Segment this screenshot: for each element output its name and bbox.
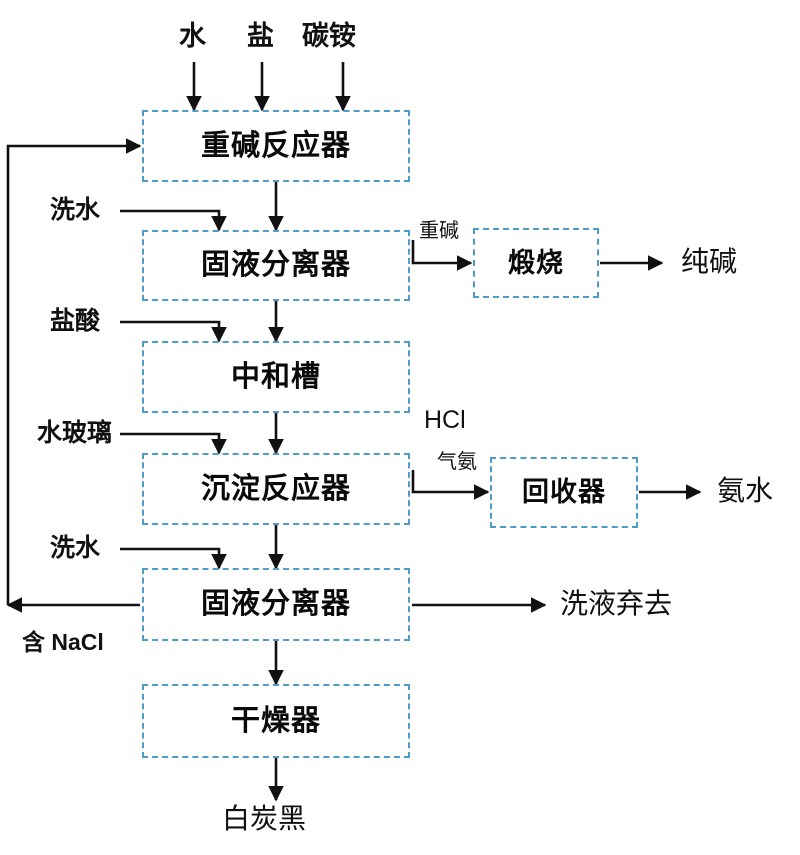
- feed-label-salt: 盐: [247, 21, 274, 51]
- side-input-label-hydrochloric-acid: 盐酸: [50, 307, 101, 335]
- unit-dryer[interactable]: 干燥器: [142, 684, 410, 758]
- unit-label: 沉淀反应器: [200, 472, 351, 505]
- unit-solid-liquid-separator-1[interactable]: 固液分离器: [142, 230, 410, 301]
- arrow-ammonia-gas-to-recovery: [411, 470, 490, 500]
- arrow-crude-soda-to-calciner: [411, 240, 473, 271]
- arrow-wash-water-1: [120, 209, 227, 232]
- unit-precipitation-reactor[interactable]: 沉淀反应器: [142, 453, 410, 525]
- unit-label: 重碱反应器: [200, 129, 351, 162]
- unit-label: 固液分离器: [200, 588, 351, 620]
- unit-calciner[interactable]: 煅烧: [473, 228, 599, 298]
- stream-label-ammonia-gas: 气氨: [437, 451, 477, 473]
- unit-neutralization-tank[interactable]: 中和槽: [142, 341, 410, 413]
- feed-label-ammonium-bicarbonate: 碳铵: [302, 21, 356, 51]
- product-label-waste-wash-liquid: 洗液弃去: [560, 588, 673, 619]
- product-label-ammonia-water: 氨水: [717, 475, 774, 506]
- side-input-label-wash-water-1: 洗水: [50, 196, 101, 224]
- unit-recovery-unit[interactable]: 回收器: [490, 457, 638, 528]
- unit-heavy-alkali-reactor[interactable]: 重碱反应器: [142, 110, 410, 182]
- unit-label: 回收器: [522, 477, 606, 507]
- product-label-white-carbon-black: 白炭黑: [222, 803, 307, 834]
- arrow-hydrochloric-acid: [120, 320, 227, 343]
- arrow-water-glass: [120, 432, 227, 455]
- side-input-label-water-glass: 水玻璃: [37, 419, 113, 447]
- unit-solid-liquid-separator-2[interactable]: 固液分离器: [142, 568, 410, 641]
- product-label-soda-ash: 纯碱: [681, 246, 738, 277]
- side-input-label-wash-water-2: 洗水: [50, 534, 101, 562]
- unit-label: 干燥器: [230, 704, 321, 737]
- unit-label: 固液分离器: [200, 249, 351, 281]
- annotation-hcl: HCl: [424, 406, 466, 434]
- unit-label: 中和槽: [230, 360, 321, 393]
- unit-label: 煅烧: [508, 247, 564, 278]
- stream-label-crude-soda: 重碱: [419, 220, 459, 242]
- annotation-nacl-recycle: 含 NaCl: [22, 629, 104, 655]
- feed-label-water: 水: [179, 21, 206, 51]
- arrow-wash-water-2: [120, 547, 227, 570]
